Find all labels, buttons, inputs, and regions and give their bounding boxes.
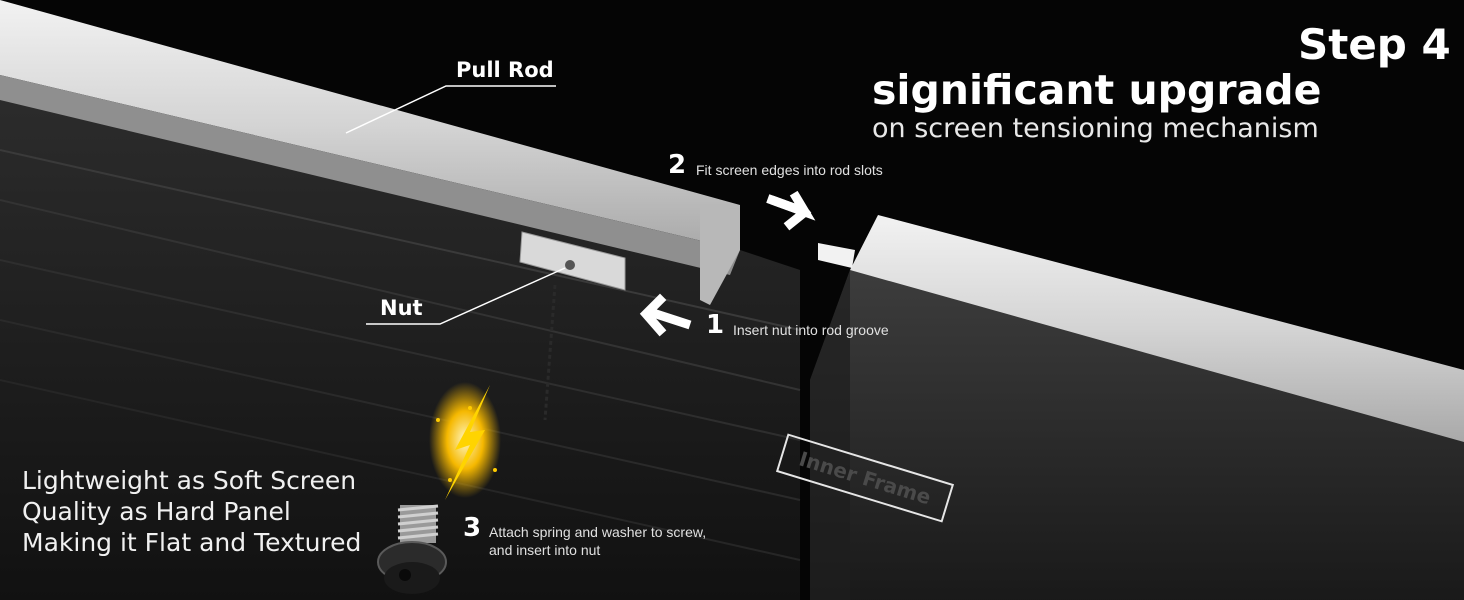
headline: significant upgrade [872, 66, 1322, 114]
left-frame [0, 90, 801, 600]
inner-frame [810, 270, 1464, 600]
subheadline: on screen tensioning mechanism [872, 113, 1319, 144]
instruction-3-text-line2: and insert into nut [489, 542, 601, 558]
instruction-3-text-line1: Attach spring and washer to screw, [489, 524, 707, 540]
arrow-icon [766, 190, 816, 231]
instruction-2-number: 2 [668, 150, 687, 180]
nut-part [519, 231, 626, 421]
feature-3: Making it Flat and Textured [22, 528, 362, 557]
instruction-1-number: 1 [706, 310, 725, 340]
feature-1: Lightweight as Soft Screen [22, 466, 357, 495]
pull-rod-right [818, 215, 1464, 442]
step-label: Step 4 [1298, 20, 1451, 69]
instruction-1-text: Insert nut into rod groove [733, 322, 889, 338]
instruction-2-text: Fit screen edges into rod slots [696, 162, 883, 178]
nut-label: Nut [380, 296, 423, 320]
screw-icon [377, 504, 447, 594]
feature-2: Quality as Hard Panel [22, 497, 291, 526]
instruction-3-number: 3 [463, 513, 482, 543]
pull-rod [0, 0, 740, 305]
arrow-icon [639, 293, 692, 337]
callout-lines [345, 85, 566, 325]
pull-rod-label: Pull Rod [456, 58, 554, 82]
spark-icon [429, 382, 501, 500]
